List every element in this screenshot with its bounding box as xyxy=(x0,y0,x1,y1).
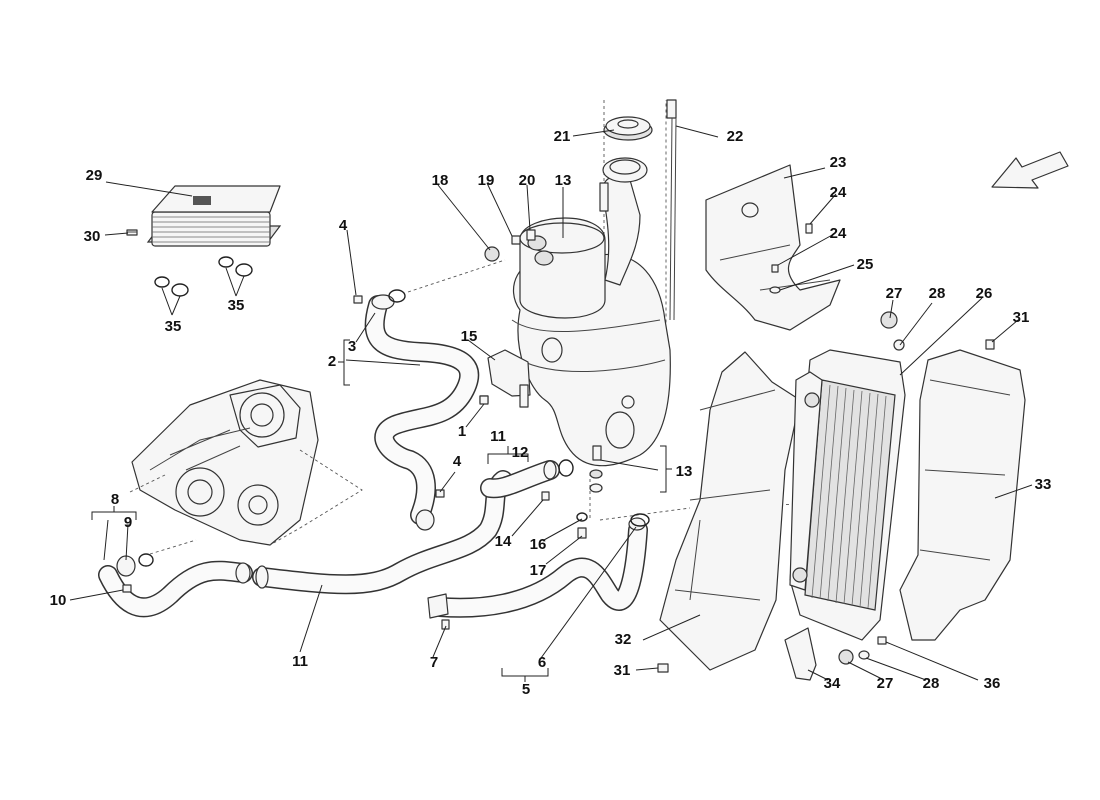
oil-cooler-label-plate xyxy=(193,196,211,205)
callout-17: 17 xyxy=(530,562,547,579)
group-brackets xyxy=(91,339,672,682)
callout-1: 1 xyxy=(458,423,466,440)
callout-14: 14 xyxy=(495,533,512,550)
callout-11-upper: 11 xyxy=(490,428,506,445)
callout-24-upper: 24 xyxy=(830,184,847,201)
callout-2: 2 xyxy=(328,353,336,370)
level-sensor xyxy=(487,349,531,408)
callout-35-right: 35 xyxy=(228,297,245,314)
callout-29: 29 xyxy=(86,167,103,184)
callout-25: 25 xyxy=(857,256,874,273)
callout-16: 16 xyxy=(530,536,547,553)
callout-30: 30 xyxy=(84,228,101,245)
oil-cooler-o-rings xyxy=(154,256,253,297)
filler-cap xyxy=(602,116,653,183)
coolant-hose-11 xyxy=(98,470,513,618)
callout-12: 12 xyxy=(512,444,529,461)
callout-24-lower: 24 xyxy=(830,225,847,242)
leader-lines xyxy=(69,125,1033,681)
direction-arrow-icon xyxy=(991,151,1069,189)
engine-manifold xyxy=(131,379,319,546)
callout-20: 20 xyxy=(519,172,536,189)
callout-19: 19 xyxy=(478,172,495,189)
oil-cooler xyxy=(146,185,282,247)
expansion-tank xyxy=(511,175,671,467)
small-fittings xyxy=(122,229,603,593)
callout-15: 15 xyxy=(461,328,478,345)
callout-18: 18 xyxy=(432,172,449,189)
mounting-bracket xyxy=(657,627,887,681)
radiator-fins xyxy=(811,384,887,609)
callout-3: 3 xyxy=(348,338,356,355)
oil-cooler-bolt xyxy=(126,229,138,236)
callout-26: 26 xyxy=(976,285,993,302)
callout-9: 9 xyxy=(124,514,132,531)
callout-numbers: 1 2 3 4 4 5 6 7 8 9 10 11 11 12 13 13 14… xyxy=(50,128,1052,698)
callout-31-lower: 31 xyxy=(614,662,631,679)
callout-13-lower: 13 xyxy=(676,463,693,480)
callout-7: 7 xyxy=(430,654,438,671)
callout-23: 23 xyxy=(830,154,847,171)
callout-6: 6 xyxy=(538,654,546,671)
callout-28-lower: 28 xyxy=(923,675,940,692)
coolant-hose-3 xyxy=(364,294,480,531)
callout-28-upper: 28 xyxy=(929,285,946,302)
callout-5: 5 xyxy=(522,681,530,698)
radiator xyxy=(789,311,906,641)
callout-27-upper: 27 xyxy=(886,285,903,302)
callout-8: 8 xyxy=(111,491,119,508)
coolant-pipe-5 xyxy=(427,513,650,630)
air-duct-right xyxy=(899,339,1026,641)
callout-10: 10 xyxy=(50,592,67,609)
heat-shield xyxy=(705,164,841,331)
callout-11-lower: 11 xyxy=(292,653,308,670)
coolant-hose-12 xyxy=(480,459,574,501)
callout-4-lower: 4 xyxy=(453,453,462,470)
callout-31-upper: 31 xyxy=(1013,309,1030,326)
callout-27-lower: 27 xyxy=(877,675,894,692)
callout-35-left: 35 xyxy=(165,318,182,335)
callout-4-upper: 4 xyxy=(339,217,348,234)
dipstick xyxy=(666,99,677,321)
callout-33: 33 xyxy=(1035,476,1052,493)
air-duct-left xyxy=(659,351,801,671)
callout-13-upper: 13 xyxy=(555,172,572,189)
callout-36: 36 xyxy=(984,675,1001,692)
callout-21: 21 xyxy=(554,128,571,145)
callout-22: 22 xyxy=(727,128,744,145)
callout-32: 32 xyxy=(615,631,632,648)
callout-34: 34 xyxy=(824,675,841,692)
